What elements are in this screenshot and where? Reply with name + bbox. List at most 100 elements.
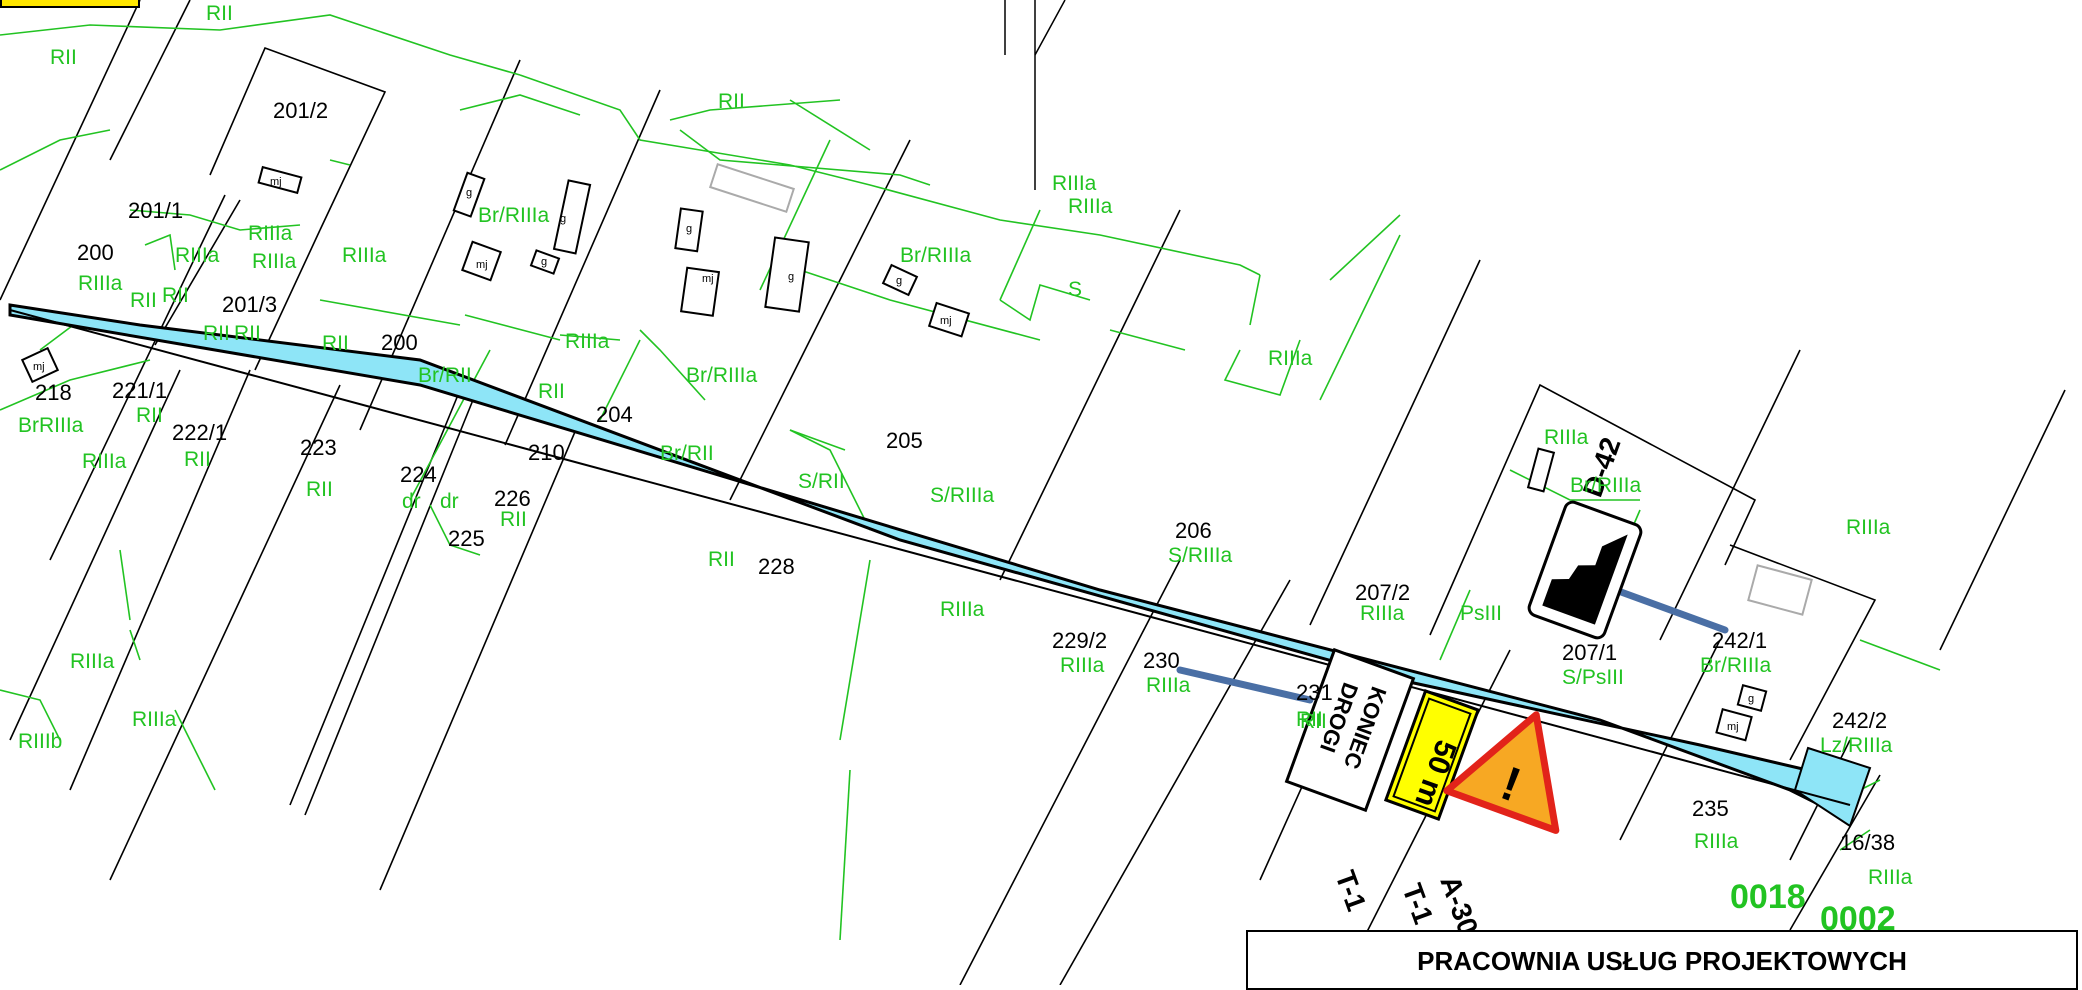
- land-class: RII: [322, 332, 349, 355]
- land-class: RIIIa: [248, 222, 293, 245]
- land-class: RIIIa: [78, 272, 123, 295]
- building-labels: mj mj mj mj mj mj g g g g g g g: [33, 176, 1754, 733]
- building-label: g: [686, 223, 692, 235]
- building-label: g: [466, 187, 472, 199]
- parcel-number: 206: [1175, 518, 1212, 543]
- parcel-number: 230: [1143, 648, 1180, 673]
- road-code: 0018: [1730, 878, 1806, 916]
- building-g: [1736, 684, 1768, 712]
- land-class: RIIIa: [1052, 172, 1097, 195]
- sign-code-a30: A-30: [1434, 871, 1484, 939]
- land-class: RII: [50, 46, 77, 69]
- parcel-number: 201/3: [222, 292, 277, 317]
- parcel-number: 225: [448, 526, 485, 551]
- land-class: RII: [538, 380, 565, 403]
- building-mj: [461, 240, 503, 282]
- building-g-gray: [708, 162, 796, 214]
- building-mj: [679, 266, 721, 317]
- land-class: RIIIa: [1268, 347, 1313, 370]
- land-class: RII: [718, 90, 745, 113]
- land-class: Br/RIIIa: [686, 364, 758, 387]
- land-class: RIIIb: [18, 730, 62, 753]
- parcel-number: 200: [77, 240, 114, 265]
- building-g: [674, 207, 704, 253]
- parcel-number: 205: [886, 428, 923, 453]
- land-class: RII: [184, 448, 211, 471]
- building-g: [1526, 447, 1556, 493]
- land-class: RII: [500, 508, 527, 531]
- land-class: Br/RIIIa: [900, 244, 972, 267]
- land-class: S/RIIIa: [930, 484, 995, 507]
- parcel-number: 229/2: [1052, 628, 1107, 653]
- parcel-number: 222/1: [172, 420, 227, 445]
- building-mj: [1715, 708, 1753, 742]
- corner-marker: [0, 0, 140, 8]
- sign-code-t1-a: T-1: [1329, 866, 1372, 915]
- building-label: mj: [1727, 721, 1739, 733]
- sign-a30: !: [1443, 711, 1560, 834]
- building-g-gray: [1747, 564, 1813, 616]
- building-g: [881, 263, 919, 297]
- land-class: S/RII: [798, 470, 845, 493]
- building-label: mj: [940, 315, 952, 327]
- land-class: RII: [234, 322, 261, 345]
- building-mj: [257, 165, 303, 195]
- building-g: [529, 249, 561, 275]
- land-class: RIIIa: [70, 650, 115, 673]
- parcel-number: 226: [494, 486, 531, 511]
- sign-d42: D-42: [1527, 433, 1643, 640]
- parcel-number: 242/1: [1712, 628, 1767, 653]
- land-class: PsIII: [1460, 602, 1502, 625]
- land-class: Br/RII: [418, 364, 472, 387]
- land-class: RIIIa: [252, 250, 297, 273]
- land-class: RIIIa: [940, 598, 985, 621]
- land-class: RII: [203, 322, 230, 345]
- land-class: RII: [1296, 708, 1323, 731]
- land-class: RII: [708, 548, 735, 571]
- sign-codes: T-1 T-1 A-30: [1329, 866, 1484, 939]
- title-text: PRACOWNIA USŁUG PROJEKTOWYCH: [1417, 946, 1907, 976]
- land-class: RIIIa: [1846, 516, 1891, 539]
- north-arrow-icon: [1004, 0, 1066, 190]
- land-class: Lz/RIIIa: [1820, 734, 1893, 757]
- land-class: RII: [130, 289, 157, 312]
- land-class: RII: [306, 478, 333, 501]
- land-class: RIIIa: [1544, 426, 1589, 449]
- parcel-number: 16/38: [1840, 830, 1895, 855]
- parcel-numbers: 201/2 201/1 200 201/3 200 218 221/1 222/…: [35, 98, 1895, 855]
- land-class: RIIIa: [1868, 866, 1913, 889]
- land-class: RIIIa: [1068, 195, 1113, 218]
- land-class: S/RIIIa: [1168, 544, 1233, 567]
- land-class: dr: [402, 490, 421, 513]
- sign-code-t1-b: T-1: [1396, 879, 1439, 928]
- parcel-number: 210: [528, 440, 565, 465]
- building-label: mj: [270, 176, 282, 188]
- parcel-number: 231: [1296, 680, 1333, 705]
- land-class: Br/RIIIa: [1700, 654, 1772, 677]
- parcel-number: 200: [381, 330, 418, 355]
- parcel-number: 204: [596, 402, 633, 427]
- parcel-number: 224: [400, 462, 437, 487]
- land-class: RIIIa: [342, 244, 387, 267]
- building-mj: [20, 346, 60, 384]
- parcel-number: 235: [1692, 796, 1729, 821]
- sign-koniec-drogi: KONIEC DROGI: [1284, 647, 1416, 813]
- building-label: g: [560, 213, 566, 225]
- parcel-number: 201/1: [128, 198, 183, 223]
- land-class: Br/RIIIa: [1570, 474, 1642, 497]
- land-class: RII: [162, 284, 189, 307]
- parcel-number: 221/1: [112, 378, 167, 403]
- building-label: mj: [33, 361, 45, 373]
- buildings: [20, 162, 1813, 742]
- parcel-number: 207/2: [1355, 580, 1410, 605]
- parcel-number: 223: [300, 435, 337, 460]
- parcel-number: 201/2: [273, 98, 328, 123]
- building-label: mj: [476, 259, 488, 271]
- parcel-number: 207/1: [1562, 640, 1617, 665]
- building-label: g: [896, 275, 902, 287]
- building-label: g: [1748, 693, 1754, 705]
- building-label: mj: [702, 273, 714, 285]
- land-class: RII: [206, 2, 233, 25]
